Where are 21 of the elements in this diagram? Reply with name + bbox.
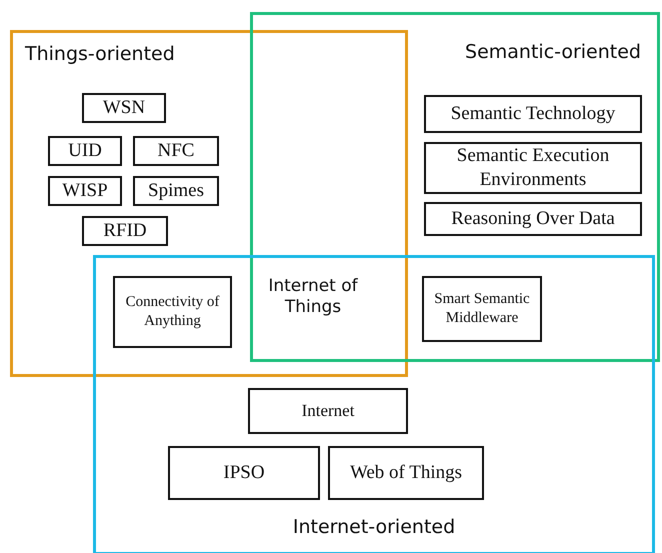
text-box: Web of Things: [328, 446, 484, 500]
text-box: WSN: [82, 93, 166, 123]
region-frame: [10, 30, 408, 377]
region-frame: [93, 255, 655, 553]
region-heading: Internet-oriented: [292, 516, 456, 538]
text-box: Semantic Execution Environments: [424, 142, 642, 194]
text-box: NFC: [133, 136, 219, 166]
text-box: Internet: [248, 388, 408, 434]
text-box: Smart Semantic Middleware: [422, 276, 542, 342]
text-box: Reasoning Over Data: [424, 202, 642, 236]
region-heading: Semantic-oriented: [465, 41, 641, 63]
center-label: Internet of Things: [267, 276, 359, 318]
text-box: Spimes: [133, 176, 219, 206]
text-box: RFID: [82, 216, 168, 246]
text-box: Connectivity of Anything: [113, 276, 232, 348]
text-box: UID: [48, 136, 122, 166]
text-box: Semantic Technology: [424, 95, 642, 133]
text-box: WISP: [48, 176, 122, 206]
text-box: IPSO: [168, 446, 320, 500]
region-heading: Things-oriented: [25, 43, 175, 65]
region-frame: [250, 12, 660, 362]
